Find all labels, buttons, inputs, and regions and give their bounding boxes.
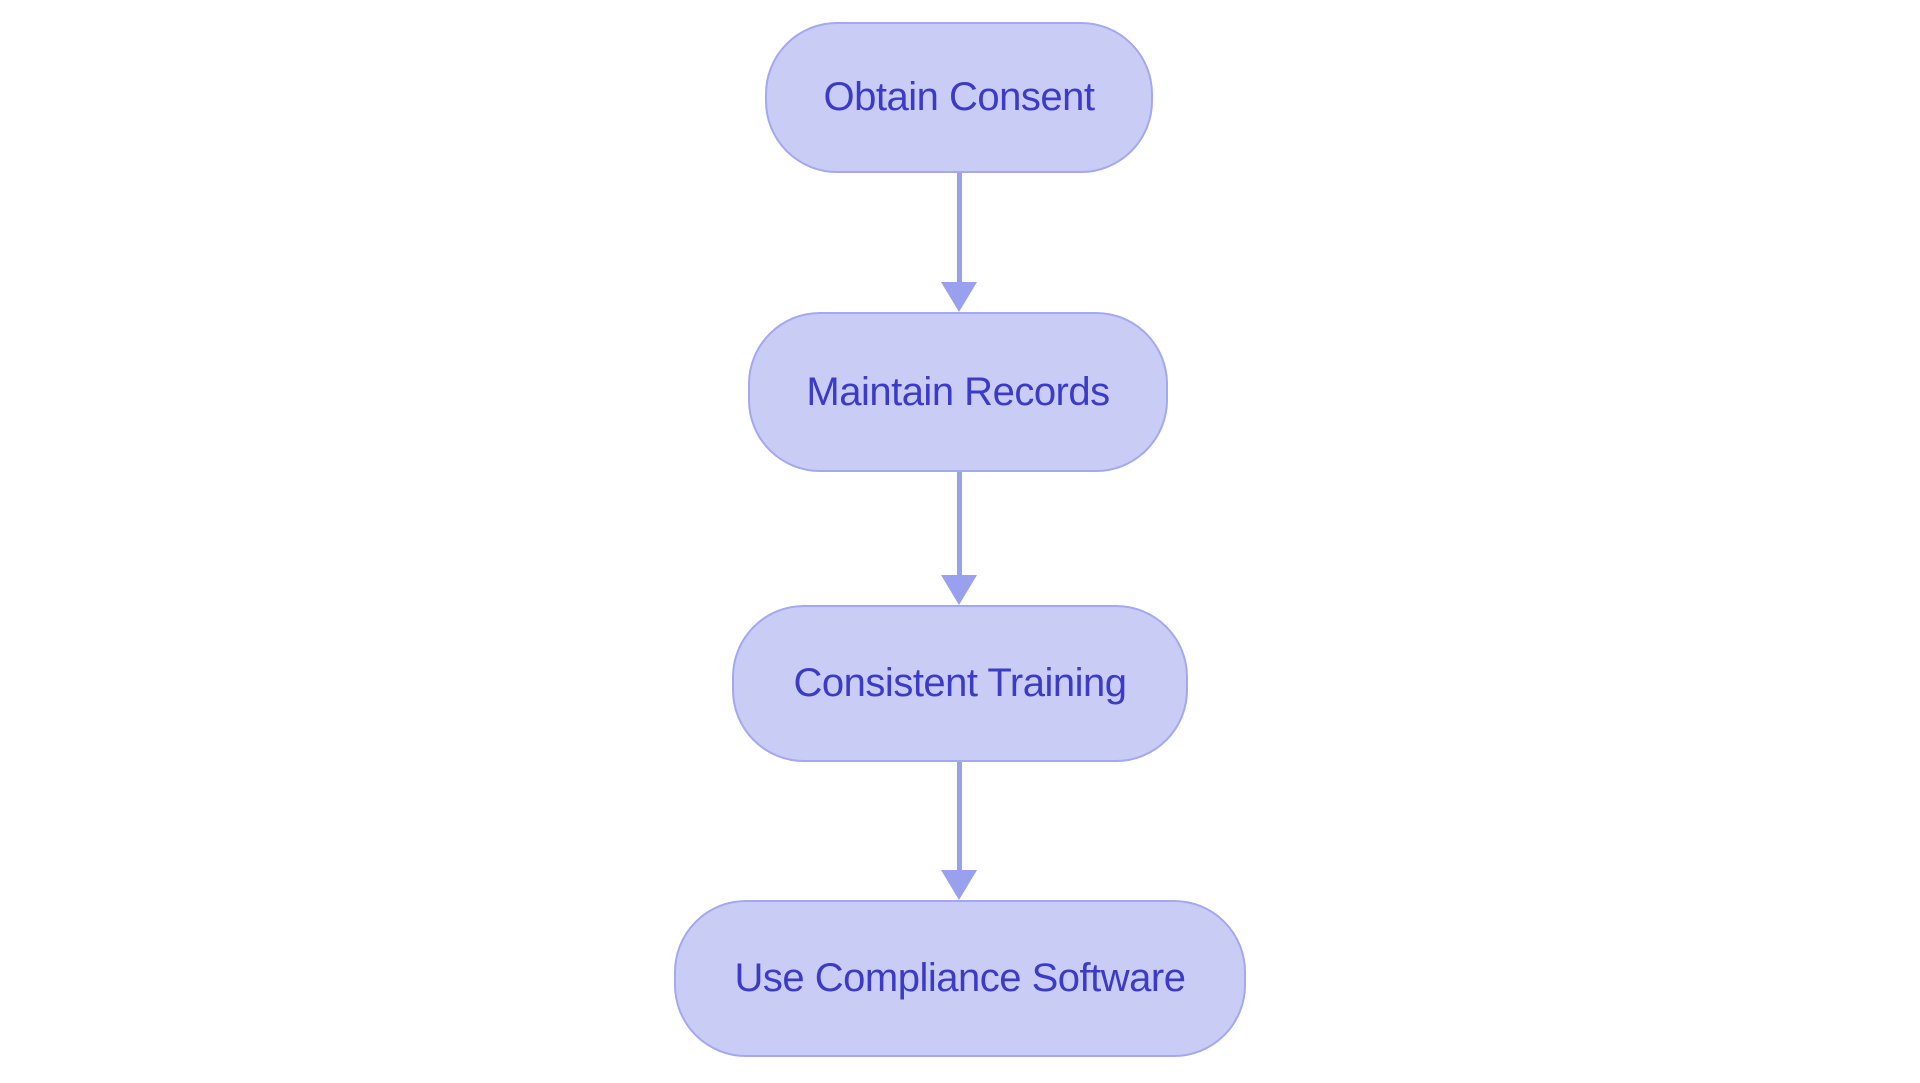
node-label-use-compliance-software: Use Compliance Software [734, 956, 1186, 1000]
arrow-shaft [956, 472, 962, 575]
arrow-head-down-icon [941, 870, 977, 900]
arrow-head-down-icon [941, 575, 977, 605]
flow-arrow-3 [941, 762, 977, 900]
arrow-shaft [956, 762, 962, 870]
flowchart-node-use-compliance-software: Use Compliance Software [674, 900, 1246, 1057]
node-label-maintain-records: Maintain Records [806, 369, 1110, 414]
arrow-shaft [956, 173, 962, 282]
flowchart-node-maintain-records: Maintain Records [748, 312, 1168, 472]
node-label-obtain-consent: Obtain Consent [823, 75, 1095, 119]
flowchart-node-consistent-training: Consistent Training [732, 605, 1188, 762]
arrow-head-down-icon [941, 282, 977, 312]
flowchart-node-obtain-consent: Obtain Consent [765, 22, 1153, 173]
flow-arrow-2 [941, 472, 977, 605]
node-label-consistent-training: Consistent Training [793, 661, 1127, 705]
flow-arrow-1 [941, 173, 977, 312]
